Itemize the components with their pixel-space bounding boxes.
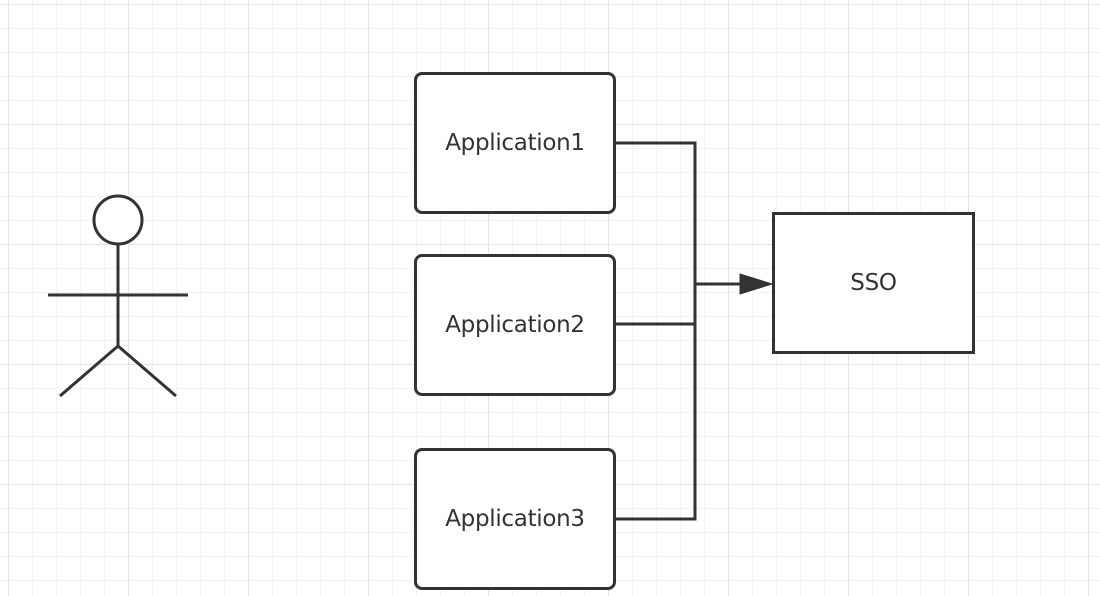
actor-right-leg xyxy=(117,344,177,398)
sso-box[interactable]: SSO xyxy=(772,212,975,354)
application2-box[interactable]: Application2 xyxy=(414,254,616,396)
actor-head xyxy=(92,194,144,246)
arrowhead-icon xyxy=(739,273,774,295)
application2-label: Application2 xyxy=(445,312,585,338)
application1-box[interactable]: Application1 xyxy=(414,72,616,214)
connector-lines xyxy=(616,141,742,521)
actor-stick-figure-icon xyxy=(48,194,188,398)
application3-box[interactable]: Application3 xyxy=(414,448,616,590)
application3-label: Application3 xyxy=(445,506,585,532)
application1-label: Application1 xyxy=(445,130,585,156)
actor-left-leg xyxy=(59,344,119,398)
sso-label: SSO xyxy=(850,270,897,296)
